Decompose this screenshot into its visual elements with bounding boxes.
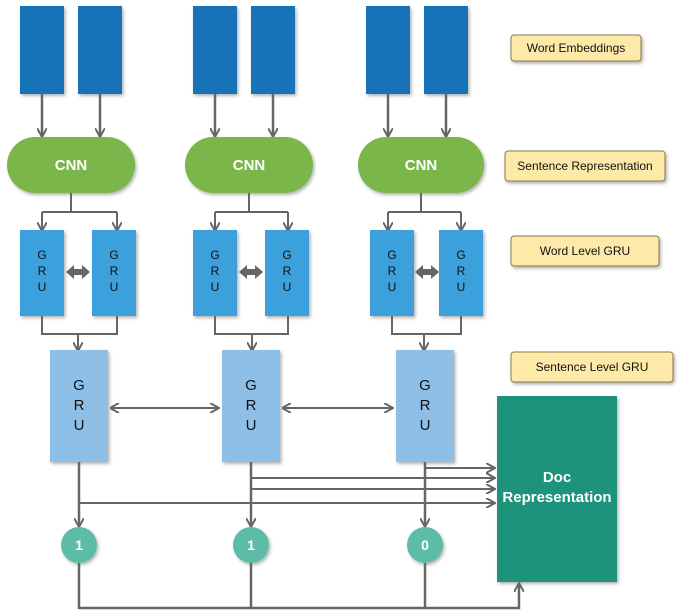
gru-letter: R [420,397,431,414]
gru-letter: R [283,264,292,278]
word-embedding [193,6,237,94]
gru-letter: G [419,377,431,394]
word-gru-left: G R U [370,230,414,316]
label-word-embeddings: Word Embeddings [510,34,642,62]
gru-letter: U [74,417,85,434]
word-gru-left: G R U [20,230,64,316]
label-word-level-gru: Word Level GRU [510,235,660,267]
gru-letter: G [387,248,396,262]
word-embedding [78,6,122,94]
gru-letter: R [211,264,220,278]
gru-letter: U [420,417,431,434]
gru-letter: R [38,264,47,278]
gru-letter: G [245,377,257,394]
doc-representation: Doc Representation [497,396,617,582]
connector [215,193,288,213]
output-link [77,563,519,610]
word-gru-left: G R U [193,230,237,316]
connector [391,316,462,350]
bidirectional-arrow [66,265,90,279]
bidirectional-arrow [239,265,263,279]
gru-letter: G [37,248,46,262]
svg-text:Sentence Representation: Sentence Representation [517,159,652,173]
output-node-2: 1 [233,527,269,563]
cnn-label: CNN [55,157,88,174]
svg-text:Word Embeddings: Word Embeddings [527,41,626,55]
column-2: CNN G R U G R U G R U [185,6,313,462]
word-gru-right: G R U [92,230,136,316]
gru-letter: U [246,417,257,434]
bidirectional-arrow [415,265,439,279]
word-embedding [366,6,410,94]
word-gru-right: G R U [265,230,309,316]
connector [214,316,289,350]
cnn-label: CNN [233,157,266,174]
connector [388,193,461,213]
gru-letter: U [283,280,292,294]
output-label: 1 [247,537,255,553]
gru-letter: R [74,397,85,414]
output-node-1: 1 [61,527,97,563]
label-sentence-level-gru: Sentence Level GRU [510,351,674,383]
cnn-label: CNN [405,157,438,174]
label-sentence-representation: Sentence Representation [504,150,666,182]
gru-letter: R [457,264,466,278]
gru-letter: U [211,280,220,294]
word-embedding [424,6,468,94]
gru-letter: G [282,248,291,262]
word-embedding [20,6,64,94]
gru-letter: U [110,280,119,294]
word-gru-right: G R U [439,230,483,316]
sentence-gru: G R U [50,350,108,462]
gru-letter: G [109,248,118,262]
gru-letter: U [38,280,47,294]
gru-letter: R [388,264,397,278]
gru-letter: U [457,280,466,294]
gru-letter: U [388,280,397,294]
sentence-gru: G R U [396,350,454,462]
sentence-gru: G R U [222,350,280,462]
cnn-node [185,137,313,193]
doc-label-line2: Representation [502,489,611,506]
output-node-3: 0 [407,527,443,563]
connector [41,316,118,350]
column-1: CNN G R U G R U G R U [7,6,136,462]
svg-text:Word Level GRU: Word Level GRU [540,244,630,258]
doc-label-line1: Doc [543,469,571,486]
gru-letter: R [246,397,257,414]
output-label: 1 [75,537,83,553]
word-embedding [251,6,295,94]
gru-letter: R [110,264,119,278]
column-3: CNN G R U G R U G R U [358,6,484,462]
gru-letter: G [73,377,85,394]
output-label: 0 [421,537,429,553]
connector [42,193,117,213]
cnn-node [7,137,135,193]
cnn-node [358,137,484,193]
gru-letter: G [210,248,219,262]
gru-letter: G [456,248,465,262]
svg-text:Sentence Level GRU: Sentence Level GRU [536,360,649,374]
